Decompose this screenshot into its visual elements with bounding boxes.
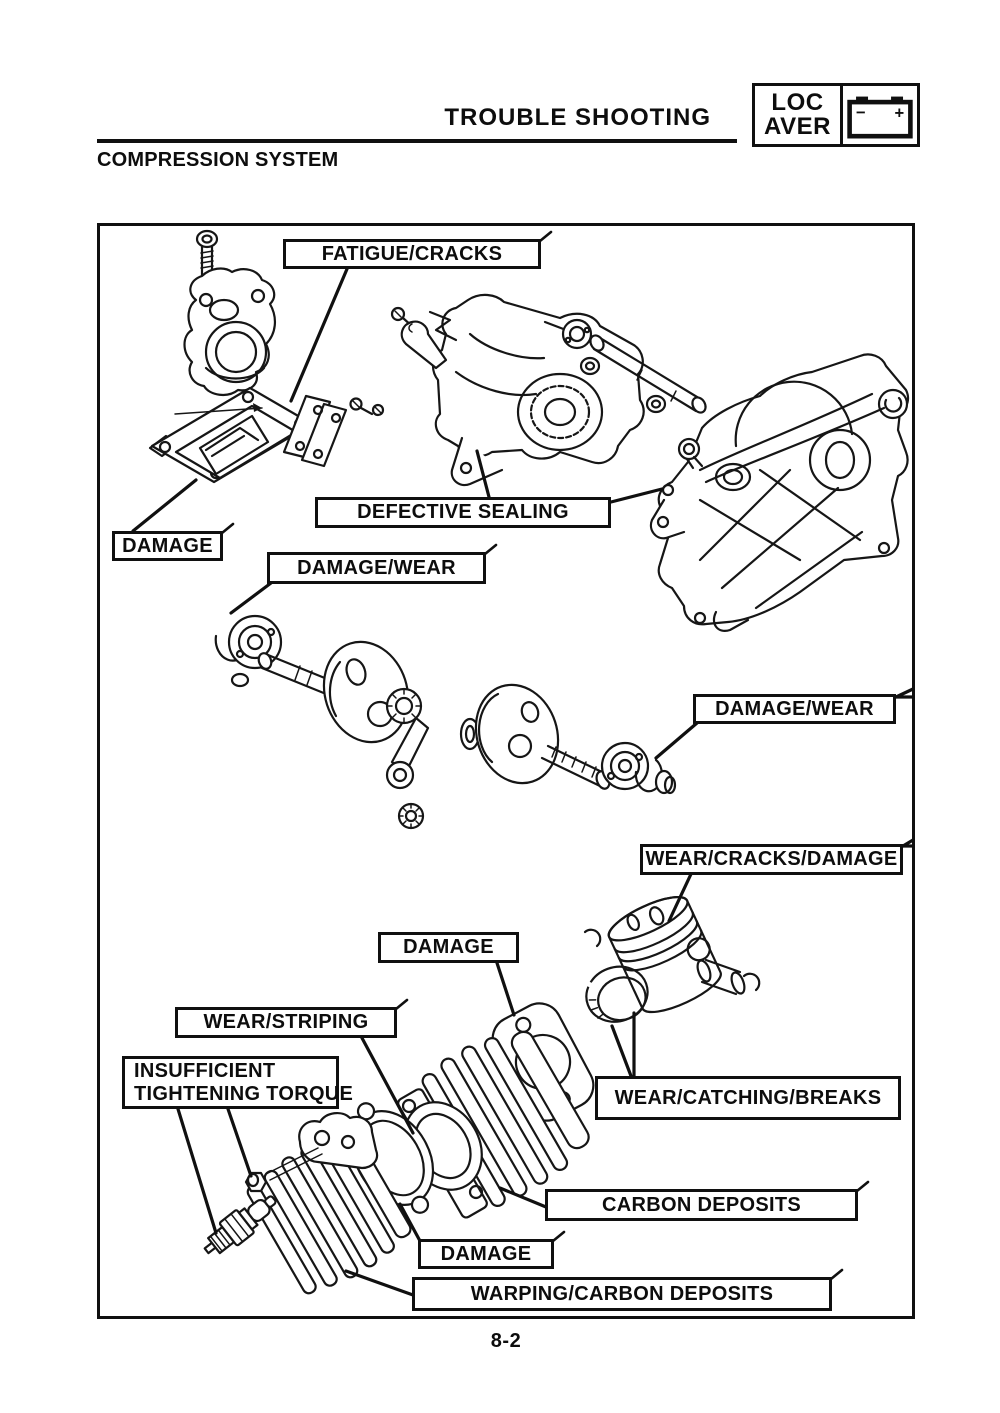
battery-minus-sign: −	[856, 103, 866, 122]
page-header-title: TROUBLE SHOOTING	[444, 104, 711, 131]
callout-damage-base-gasket: DAMAGE	[418, 1239, 554, 1269]
reed-valve-illustration	[148, 229, 385, 484]
piston-kit-illustration	[583, 895, 761, 1023]
battery-cell: − +	[843, 86, 917, 144]
crankshaft-illustration	[214, 614, 677, 830]
callout-damage-wear-crank-right: DAMAGE/WEAR	[693, 694, 896, 724]
chapter-tab-line2: AVER	[764, 113, 831, 140]
figure-frame	[97, 223, 915, 1319]
callout-label: DAMAGE	[122, 534, 213, 557]
flange-nut-illustration	[244, 1171, 268, 1193]
chapter-tab-line1: LOC	[771, 88, 824, 116]
callout-label-line1: INSUFFICIENT	[134, 1059, 276, 1082]
callout-label: CARBON DEPOSITS	[602, 1193, 801, 1216]
callout-label: WEAR/CRACKS/DAMAGE	[645, 848, 898, 870]
callout-wear-striping: WEAR/STRIPING	[175, 1007, 397, 1038]
callout-defective-sealing: DEFECTIVE SEALING	[315, 497, 611, 528]
callout-label: DAMAGE/WEAR	[715, 697, 874, 720]
callout-corner-ticks	[220, 230, 870, 1281]
callout-label: WARPING/CARBON DEPOSITS	[470, 1282, 774, 1305]
callout-label: DAMAGE	[403, 936, 494, 958]
page-number: 8-2	[490, 1330, 522, 1352]
spark-plug-illustration	[203, 1195, 277, 1255]
battery-plus-sign: +	[894, 104, 904, 123]
chapter-tab: LOC AVER − +	[752, 83, 920, 147]
callout-insufficient-tightening-torque: INSUFFICIENT TIGHTENING TORQUE	[122, 1056, 353, 1109]
section-title: COMPRESSION SYSTEM	[97, 149, 339, 171]
battery-icon: − +	[847, 96, 913, 139]
callout-label: DAMAGE	[440, 1242, 532, 1265]
center-case-illustration	[390, 293, 645, 487]
callout-damage-head-gasket: DAMAGE	[378, 932, 519, 963]
chapter-tab-label: LOC AVER	[755, 86, 843, 144]
callout-warping-carbon-deposits: WARPING/CARBON DEPOSITS	[412, 1277, 832, 1311]
callout-wear-cracks-damage: WEAR/CRACKS/DAMAGE	[640, 844, 903, 875]
cylinder-illustration	[397, 1030, 590, 1219]
callout-label-line2: TIGHTENING TORQUE	[134, 1082, 354, 1105]
callout-label: FATIGUE/CRACKS	[321, 242, 503, 265]
cylinder-head-illustration	[246, 1112, 412, 1295]
callout-label: WEAR/CATCHING/BREAKS	[614, 1086, 882, 1109]
callout-label: DAMAGE/WEAR	[297, 556, 456, 579]
callout-fatigue-cracks: FATIGUE/CRACKS	[283, 239, 541, 269]
callout-carbon-deposits: CARBON DEPOSITS	[545, 1189, 858, 1221]
callout-label: DEFECTIVE SEALING	[357, 501, 569, 523]
callout-damage-wear-crank-left: DAMAGE/WEAR	[267, 552, 486, 584]
callout-damage-reed-gasket: DAMAGE	[112, 531, 223, 561]
header-rule	[97, 139, 737, 143]
callout-label: WEAR/STRIPING	[203, 1011, 369, 1033]
crankcase-illustration	[649, 353, 910, 632]
leader-lines	[131, 267, 915, 1297]
shaft-kit-illustration	[543, 318, 707, 414]
callout-wear-catching-breaks: WEAR/CATCHING/BREAKS	[595, 1076, 901, 1120]
